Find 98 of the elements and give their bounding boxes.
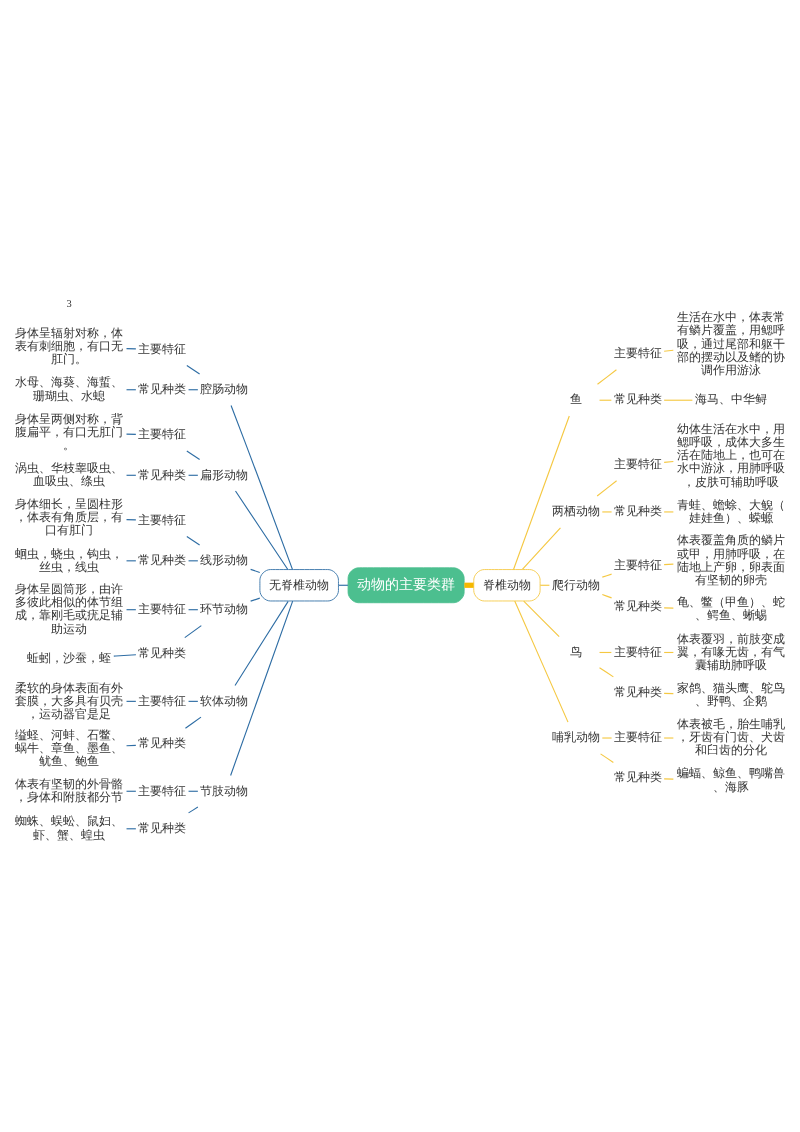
node-text: 主要特征	[138, 512, 187, 527]
connector	[601, 593, 613, 598]
node-text: 涡虫、华枝睾吸虫、血吸虫、绦虫	[15, 460, 124, 488]
node-text: 海马、中华鲟	[694, 391, 767, 406]
node-text: 常见种类	[138, 552, 187, 567]
node-text: 体表有坚韧的外骨骼，身体和附肢都分节	[15, 776, 124, 804]
node-text: 主要特征	[613, 456, 662, 471]
connector	[663, 777, 674, 780]
node-text: 柔软的身体表面有外套膜，大多具有贝壳，运动器官是足	[15, 679, 124, 721]
connector	[663, 349, 674, 352]
node-text: 生活在水中，体表常有鳞片覆盖，用鳃呼吸，通过尾部和躯干部的摆动以及鳍的协调作用游泳	[676, 309, 785, 377]
connector	[598, 666, 614, 677]
node-text: 常见种类	[613, 684, 662, 699]
node-text: 身体细长，呈圆柱形，体表有角质层，有口有肛门	[15, 496, 124, 537]
connector	[596, 479, 618, 497]
connector	[663, 651, 674, 653]
node-text: 节肢动物	[200, 782, 249, 797]
connector	[186, 449, 201, 460]
connector	[125, 518, 137, 520]
node-text: 常见种类	[138, 467, 187, 482]
node-text: 身体呈圆筒形，由许多彼此相似的体节组成，靠刚毛或疣足辅助运动	[15, 581, 124, 636]
node-text: 体表覆羽，前肢变成翼，有喙无齿，有气囊辅助肺呼吸	[676, 631, 785, 672]
node-text: 蚯蚓，沙蚕，蛭	[27, 650, 112, 665]
connector	[600, 752, 614, 763]
connector	[601, 573, 613, 578]
node-text: 蝙蝠、鲸鱼、鸭嘴兽、海豚	[676, 765, 785, 794]
node-text: 主要特征	[613, 729, 662, 744]
node-text: 主要特征	[138, 426, 187, 441]
node-text: 环节动物	[200, 601, 249, 616]
connector	[663, 606, 674, 609]
node-text: 哺乳动物	[551, 729, 600, 744]
node-text: 蛔虫，蛲虫，钩虫，丝虫，线虫	[15, 546, 124, 574]
node-text: 身体呈辐射对称，体表有刺细胞，有口无肛门。	[15, 325, 124, 366]
node-box: 动物的主要类群	[347, 566, 465, 603]
node-text: 体表覆盖角质的鳞片或甲，用肺呼吸，在陆地上产卵，卵表面有坚韧的卵壳	[676, 532, 785, 587]
node-text: 青蛙、蟾蜍、大鲵（娃娃鱼）、蝾螈	[676, 497, 785, 525]
connector	[663, 460, 674, 463]
connector	[663, 510, 674, 512]
node-text: 软体动物	[200, 693, 249, 708]
connector	[521, 526, 561, 570]
node-text: 常见种类	[613, 769, 662, 784]
node-text: 常见种类	[138, 820, 187, 835]
node-text: 主要特征	[613, 644, 662, 659]
connector	[234, 600, 289, 686]
connector	[250, 597, 261, 602]
node-text: 缢蛏、河蚌、石鳖、蜗牛、章鱼、墨鱼、鱿鱼、鲍鱼	[15, 727, 124, 768]
connector	[601, 736, 613, 739]
connector	[663, 692, 674, 694]
connector	[250, 568, 261, 573]
node-text: 主要特征	[138, 601, 187, 616]
node-text: 鸟	[569, 644, 582, 659]
node-text: 线形动物	[200, 552, 249, 567]
connector	[188, 806, 199, 813]
connector	[464, 582, 474, 588]
connector	[186, 535, 201, 546]
node-text: 扁形动物	[200, 467, 249, 482]
node-text: 常见种类	[138, 645, 187, 660]
connector	[523, 600, 560, 637]
node-box: 无脊椎动物	[259, 568, 339, 601]
node-text: 水母、海葵、海蜇、珊瑚虫、水螅	[15, 374, 124, 403]
node-text: 体表被毛，胎生哺乳，牙齿有门齿、犬齿和臼齿的分化	[676, 716, 785, 757]
connector	[234, 489, 289, 570]
connector	[663, 563, 674, 565]
connector	[230, 600, 294, 776]
connector	[596, 368, 617, 385]
node-text: 常见种类	[613, 391, 662, 406]
node-text: 身体呈两侧对称，背腹扁平，有口无肛门。	[15, 411, 124, 452]
connector	[184, 624, 202, 638]
node-text: 主要特征	[613, 557, 662, 572]
connector	[184, 716, 202, 729]
node-text: 爬行动物	[551, 577, 600, 591]
connector	[230, 404, 293, 570]
node-text: 常见种类	[138, 735, 187, 750]
connector	[663, 736, 674, 739]
node-text: 常见种类	[613, 503, 662, 518]
node-text: 常见种类	[613, 598, 662, 613]
connector	[601, 510, 613, 512]
node-text: 主要特征	[138, 782, 187, 797]
node-text: 鱼	[569, 391, 582, 406]
node-text: 两栖动物	[551, 503, 600, 518]
connector	[512, 414, 570, 570]
node-box: 脊椎动物	[473, 568, 541, 601]
node-text: 主要特征	[138, 341, 187, 356]
node-text: 常见种类	[138, 381, 187, 396]
node-text: 幼体生活在水中，用鳃呼吸，成体大多生活在陆地上，也可在水中游泳，用肺呼吸，皮肤可辅助呼吸	[676, 421, 785, 488]
node-text: 龟、鳖（甲鱼）、蛇、鳄鱼、蜥蜴	[676, 594, 785, 622]
node-text: 家鸽、猫头鹰、鸵鸟、野鸭、企鹅	[676, 680, 785, 708]
connector	[514, 599, 569, 723]
connector	[113, 653, 137, 657]
node-text: 主要特征	[613, 345, 662, 360]
node-text: 蜘蛛、蜈蚣、鼠妇、虾、蟹、蝗虫	[15, 813, 124, 842]
connector	[186, 364, 201, 375]
node-text: 腔肠动物	[200, 381, 249, 396]
node-text: 主要特征	[138, 693, 187, 708]
label: 3	[66, 297, 72, 309]
connector	[663, 399, 693, 401]
connector	[125, 433, 137, 435]
connector	[539, 584, 550, 586]
